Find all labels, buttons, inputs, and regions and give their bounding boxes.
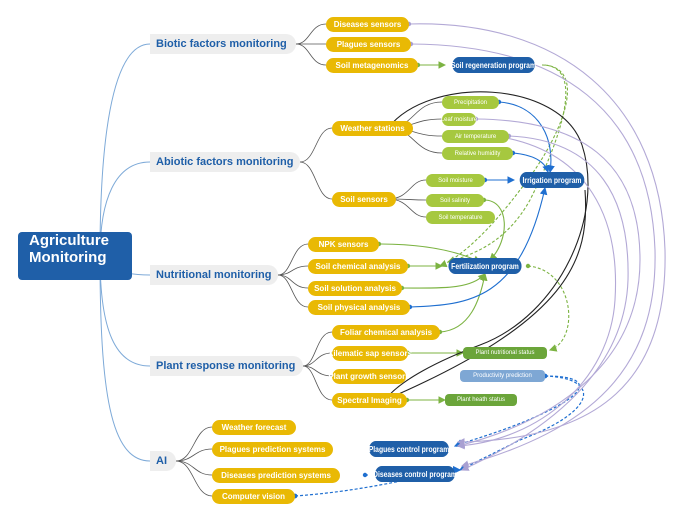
program-diseases-control[interactable]: Diseases control program (373, 466, 457, 482)
node-soil-salinity[interactable]: Soil salinity (426, 194, 484, 207)
node-soil-metagenomics[interactable]: Soil metagenomics (326, 58, 418, 73)
node-plagues-prediction-systems[interactable]: Plagues prediction systems (212, 442, 333, 457)
node-weather-forecast[interactable]: Weather forecast (212, 420, 296, 435)
node-plagues-sensors[interactable]: Plagues sensors (326, 37, 411, 52)
program-irrigation[interactable]: Irrigation program (519, 172, 585, 188)
node-relative-humidity[interactable]: Relative humidity (442, 147, 513, 160)
category-nutritional[interactable]: Nutritional monitoring (150, 265, 278, 285)
node-npk-sensors[interactable]: NPK sensors (308, 237, 379, 252)
node-foliar-chemical-analysis[interactable]: Foliar chemical analysis (332, 325, 440, 340)
node-plant-nutritional-status[interactable]: Plant nutritional status (463, 347, 547, 359)
node-soil-physical-analysis[interactable]: Soil physical analysis (308, 300, 410, 315)
program-plagues-control[interactable]: Plagues control program (369, 441, 449, 457)
root-node[interactable]: Agriculture Monitoring (18, 232, 132, 280)
node-productivity-prediction[interactable]: Productivity prediction (460, 370, 545, 382)
node-plant-health-status[interactable]: Plant heath status (445, 394, 517, 406)
node-soil-moisture[interactable]: Soil moisture (426, 174, 485, 187)
node-computer-vision[interactable]: Computer vision (212, 489, 295, 504)
node-diseases-prediction-systems[interactable]: Diseases prediction systems (212, 468, 340, 483)
node-soil-solution-analysis[interactable]: Soil solution analysis (308, 281, 402, 296)
category-abiotic[interactable]: Abiotic factors monitoring (150, 152, 300, 172)
node-plant-growth-sensors[interactable]: Plant growth sensors (328, 369, 410, 384)
category-biotic[interactable]: Biotic factors monitoring (150, 34, 296, 54)
node-diseases-sensors[interactable]: Diseases sensors (326, 17, 409, 32)
node-soil-temperature[interactable]: Soil temperature (426, 211, 495, 224)
node-xilematic-sap-sensors[interactable]: Xilematic sap sensors (328, 346, 412, 361)
category-ai[interactable]: AI (150, 451, 176, 471)
category-plant-response[interactable]: Plant response monitoring (150, 356, 303, 376)
node-air-temperature[interactable]: Air temperature (442, 130, 509, 143)
node-weather-stations[interactable]: Weather stations (332, 121, 413, 136)
root-title-line2: Monitoring (29, 249, 107, 266)
program-fertilization[interactable]: Fertilization program (448, 258, 522, 274)
node-soil-chemical-analysis[interactable]: Soil chemical analysis (308, 259, 408, 274)
node-leaf-moisture[interactable]: Leaf moisture (441, 113, 477, 126)
node-precipitation[interactable]: Precipitation (442, 96, 499, 109)
node-soil-sensors[interactable]: Soil sensors (332, 192, 396, 207)
node-spectral-imaging[interactable]: Spectral Imaging (332, 393, 407, 408)
root-title-line1: Agriculture (29, 232, 110, 249)
program-soil-regeneration[interactable]: Soil regeneration program (451, 57, 536, 73)
